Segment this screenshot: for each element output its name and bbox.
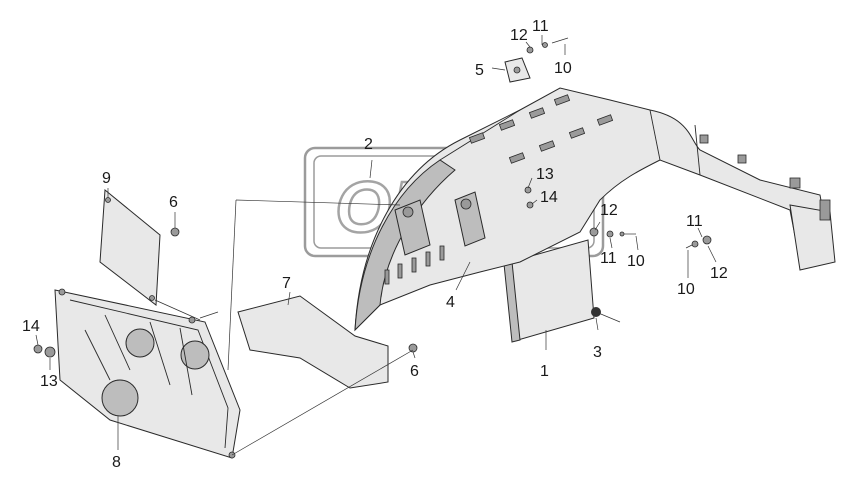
callout-6-upper: 6	[169, 194, 178, 211]
callout-12-right: 12	[710, 265, 728, 282]
callout-11-mid: 11	[600, 250, 617, 267]
callout-6-lower: 6	[410, 363, 419, 380]
part-2-bracket	[394, 191, 486, 256]
callout-13-left: 13	[40, 373, 58, 390]
part-1-mud-flap	[503, 239, 595, 343]
callout-9: 9	[102, 170, 111, 187]
hardware-group	[33, 37, 712, 358]
callout-12-mid: 12	[600, 202, 618, 219]
callout-3: 3	[593, 344, 602, 361]
callout-labels: 1 2 3 4 5 6 6 7 8 9 10 10 10 11 11 11 12…	[22, 18, 728, 471]
callout-14-right: 14	[540, 189, 558, 206]
part-6-nut-upper	[170, 227, 180, 237]
callout-1: 1	[540, 363, 549, 380]
callout-11-right: 11	[686, 213, 703, 230]
callout-14-left: 14	[22, 318, 40, 335]
callout-10-right: 10	[677, 281, 695, 298]
part-4-main-fender	[354, 87, 836, 332]
callout-2: 2	[364, 136, 373, 153]
callout-5: 5	[475, 62, 484, 79]
callout-11-top: 11	[532, 18, 549, 35]
part-9-plate	[99, 189, 161, 306]
callout-12-top: 12	[510, 27, 528, 44]
part-5-clamp	[504, 57, 531, 83]
callout-10-mid: 10	[627, 253, 645, 270]
leader-lines	[35, 35, 717, 456]
callout-7: 7	[282, 275, 291, 292]
part-8-inner-housing	[54, 288, 241, 459]
part-13-washer-left	[44, 346, 56, 358]
part-14-nut-right	[526, 201, 534, 209]
part-6-nut-lower	[408, 343, 418, 353]
callout-13-right: 13	[536, 166, 554, 183]
part-7-side-panel	[237, 295, 389, 389]
callout-10-top: 10	[554, 60, 572, 77]
callout-8: 8	[112, 454, 121, 471]
part-13-washer-right	[524, 186, 532, 194]
callout-4: 4	[446, 294, 455, 311]
part-14-nut-left	[33, 344, 43, 354]
